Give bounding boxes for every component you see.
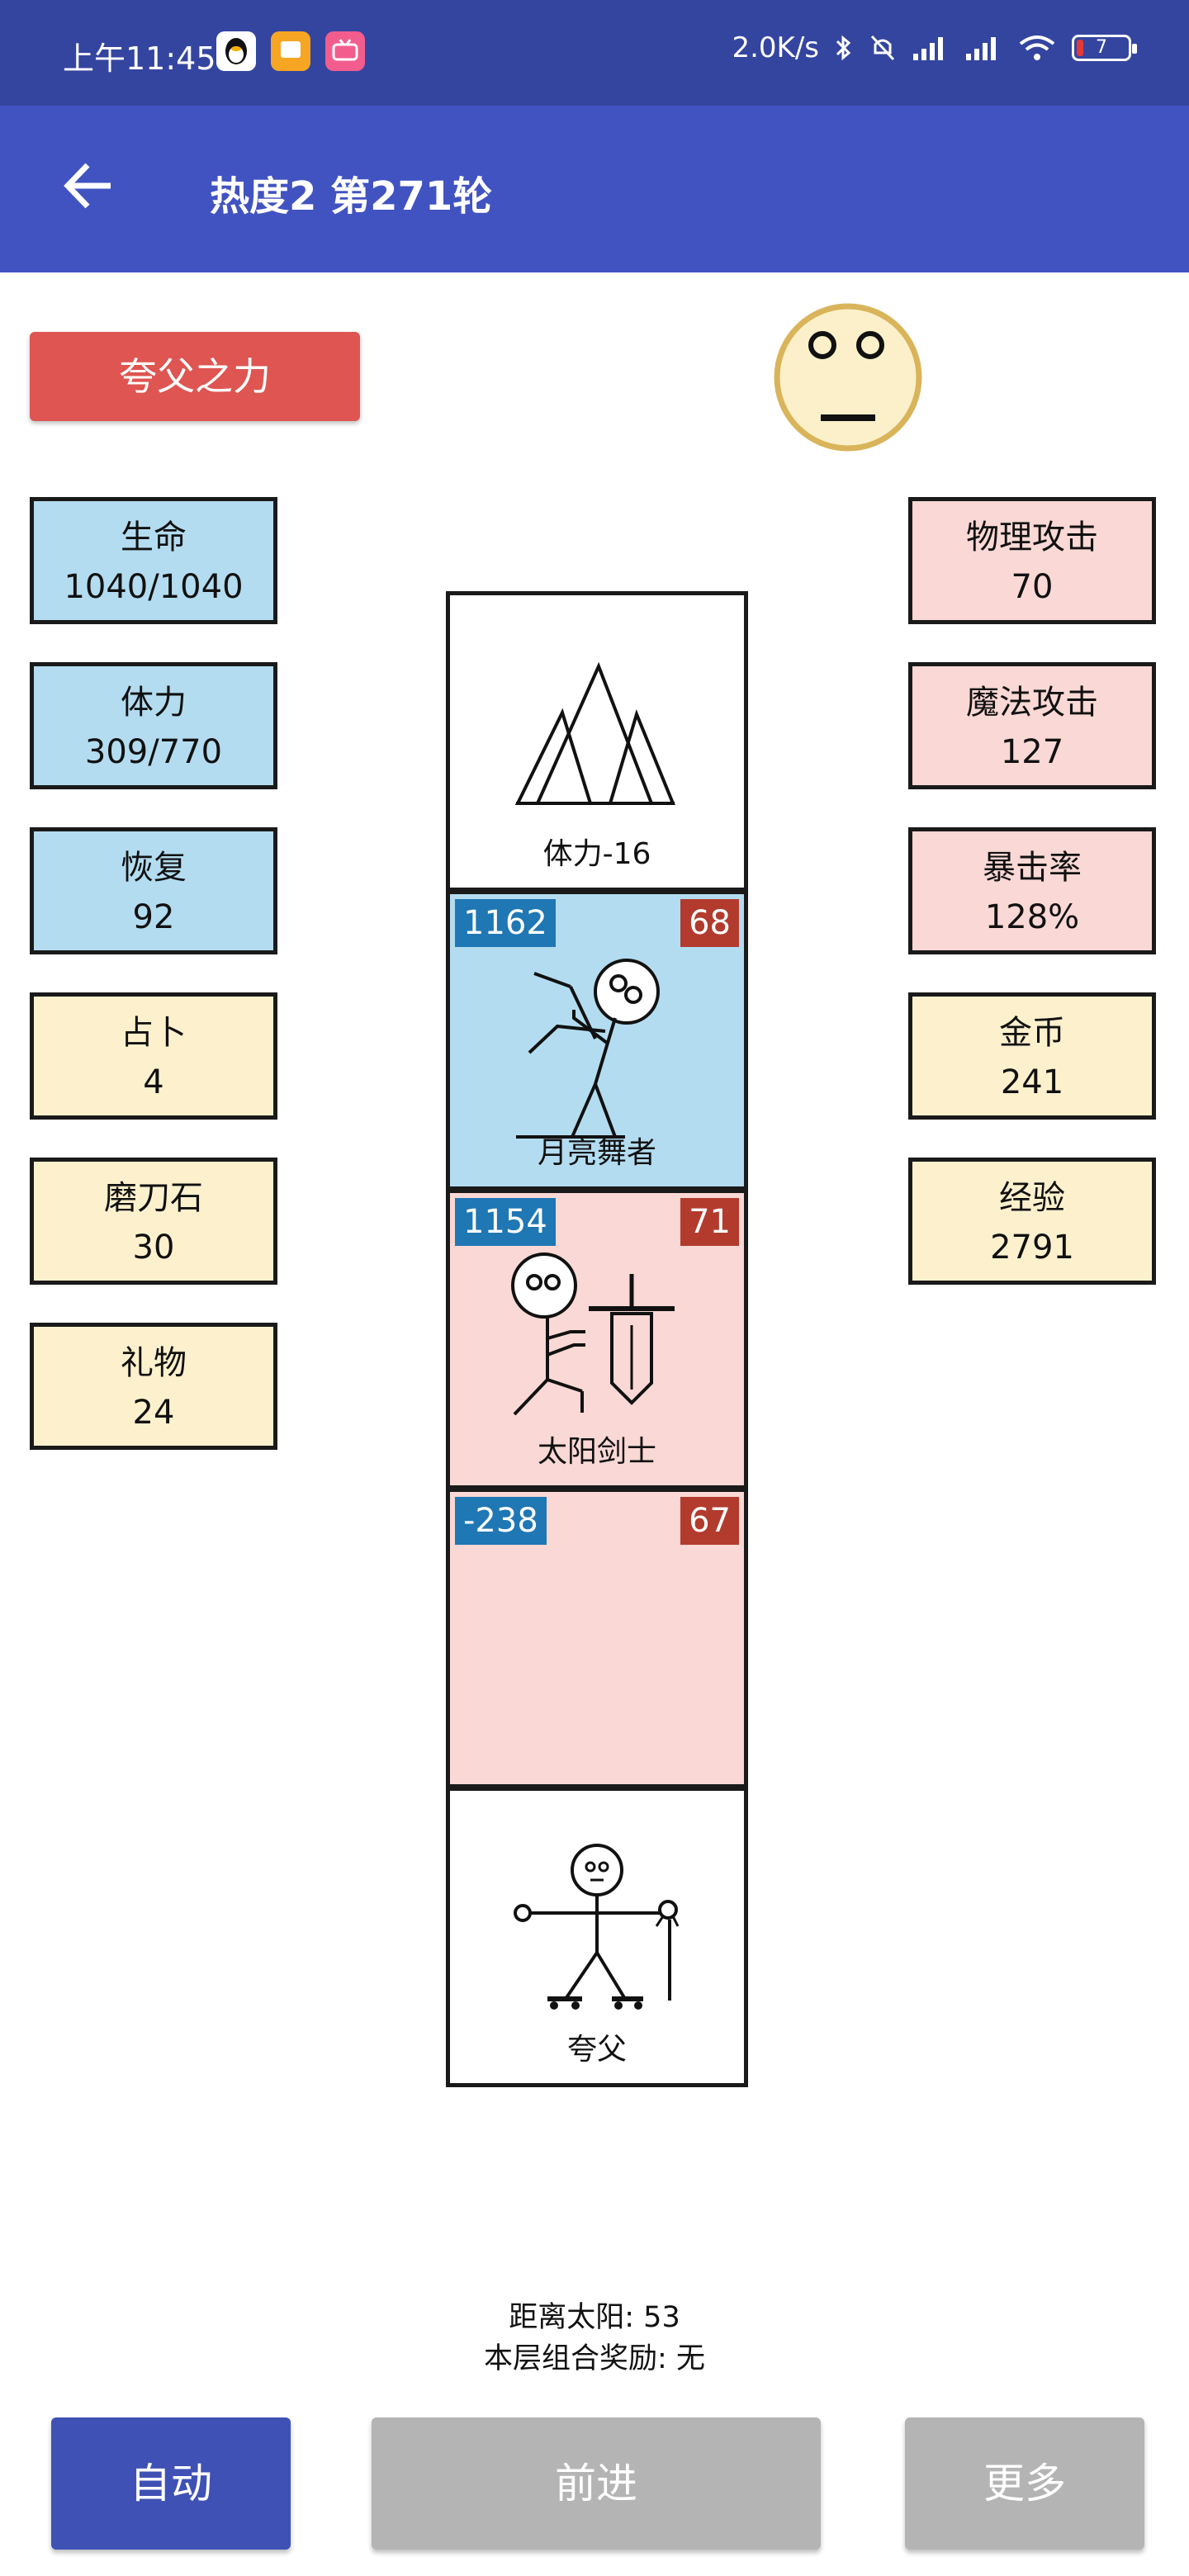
stat-gift[interactable]: 礼物 24 <box>30 1323 277 1450</box>
forward-button[interactable]: 前进 <box>372 2417 821 2550</box>
mountain-icon <box>514 661 675 805</box>
moon-dancer-figure-icon <box>516 959 660 1139</box>
enemy-attack-badge: 71 <box>680 1198 739 1246</box>
stat-experience: 经验 2791 <box>908 1158 1156 1285</box>
wifi-icon <box>1019 36 1055 60</box>
bilibili-icon <box>325 31 365 71</box>
signal-hd-icon <box>966 37 996 60</box>
cell-caption: 月亮舞者 <box>537 1136 656 1170</box>
stat-recovery: 恢复 92 <box>30 827 277 954</box>
battery-icon: 7 <box>1072 35 1137 61</box>
kuafu-player-figure-icon <box>514 1844 680 2010</box>
cell-caption: 夸父 <box>566 2033 627 2067</box>
stat-divination[interactable]: 占卜 4 <box>30 992 277 1120</box>
stat-gold: 金币 241 <box>908 992 1156 1120</box>
bluetooth-icon <box>836 35 851 61</box>
stat-physical-attack: 物理攻击 70 <box>908 497 1156 624</box>
enemy-hp-badge: 1162 <box>455 899 556 947</box>
message-app-icon <box>271 31 310 71</box>
tower-cell-moon-dancer[interactable]: 1162 68 月亮舞者 <box>446 890 748 1191</box>
skill-button[interactable]: 夸父之力 <box>30 332 360 421</box>
cell-caption: 体力-16 <box>542 837 651 871</box>
stat-crit-rate: 暴击率 128% <box>908 827 1156 954</box>
app-bar: 热度2 第271轮 <box>0 106 1189 272</box>
status-right: 2.0K/s 7 <box>732 31 1137 64</box>
stat-hp: 生命 1040/1040 <box>30 497 277 624</box>
tower-cell-mountain[interactable]: 体力-16 <box>446 591 748 892</box>
notification-icons <box>216 31 365 71</box>
arrow-left-icon <box>64 163 111 209</box>
qq-icon <box>216 31 256 71</box>
net-speed: 2.0K/s <box>732 31 819 64</box>
player-mood-face-icon[interactable] <box>773 302 923 452</box>
cell-caption: 太阳剑士 <box>537 1435 656 1469</box>
enemy-attack-badge: 67 <box>680 1497 739 1545</box>
distance-to-sun: 距离太阳: 53 <box>509 2301 680 2334</box>
tower-cell-sun-swordsman[interactable]: 1154 71 太阳剑士 <box>446 1189 748 1489</box>
page-title: 热度2 第271轮 <box>210 173 493 220</box>
signal-icon <box>913 37 943 60</box>
back-button[interactable] <box>61 157 119 215</box>
enemy-hp-badge: 1154 <box>455 1198 556 1246</box>
stat-magic-attack: 魔法攻击 127 <box>908 662 1156 789</box>
sun-swordsman-figure-icon <box>511 1252 675 1416</box>
enemy-hp-badge: -238 <box>455 1497 547 1545</box>
tower-cell-empty-enemy[interactable]: -238 67 <box>446 1488 748 1788</box>
enemy-attack-badge: 68 <box>680 899 739 947</box>
tower-cell-player[interactable]: 夸父 <box>446 1787 748 2087</box>
status-bar: 上午11:45 2.0K/s 7 <box>0 0 1189 106</box>
auto-button[interactable]: 自动 <box>51 2417 291 2550</box>
combo-reward: 本层组合奖励: 无 <box>484 2342 705 2375</box>
stat-stamina: 体力 309/770 <box>30 662 277 789</box>
more-button[interactable]: 更多 <box>905 2417 1144 2550</box>
mute-icon <box>870 35 895 61</box>
status-time: 上午11:45 <box>63 40 216 77</box>
stat-whetstone[interactable]: 磨刀石 30 <box>30 1158 277 1285</box>
